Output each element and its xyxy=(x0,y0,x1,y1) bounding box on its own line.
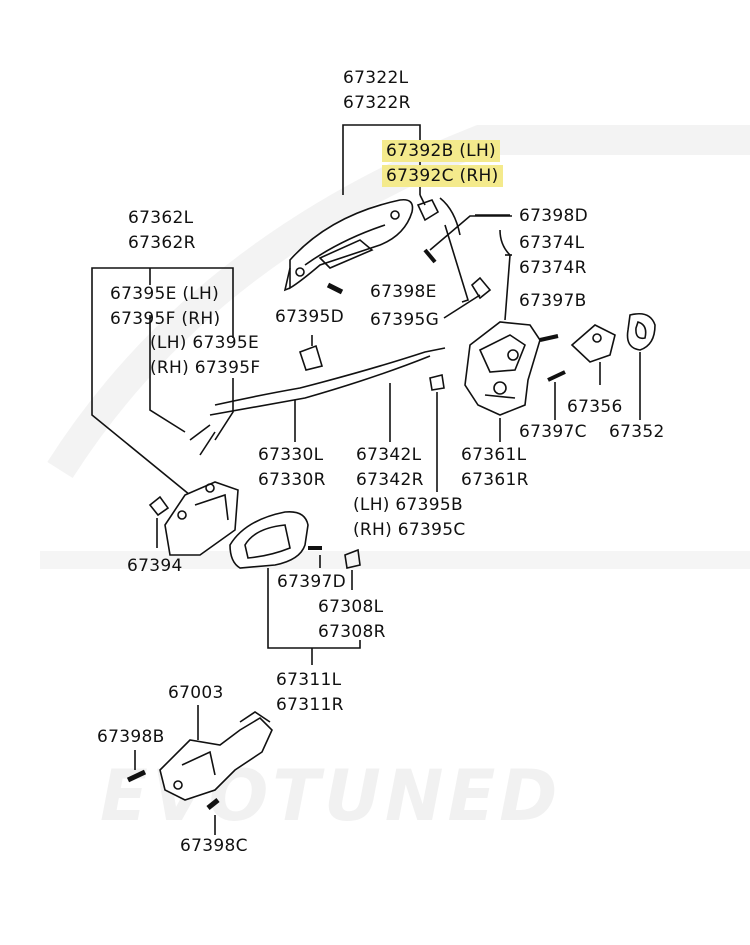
label-67395G: 67395G xyxy=(370,310,440,330)
clip-67395G xyxy=(470,276,492,300)
label-67392B-highlighted: 67392B (LH) xyxy=(382,140,500,162)
label-67395E-LH: 67395E (LH) xyxy=(110,284,220,304)
label-67361R: 67361R xyxy=(461,470,529,490)
outside-handle-drawing xyxy=(283,198,414,292)
label-67395F-RH: 67395F (RH) xyxy=(110,309,221,329)
screw-67398C xyxy=(206,798,220,810)
label-67322R: 67322R xyxy=(343,93,411,113)
latch-assembly-drawing xyxy=(464,321,541,416)
leader-67395EF2 xyxy=(214,378,234,441)
label-67342R: 67342R xyxy=(356,470,424,490)
leader-67398D xyxy=(429,215,512,251)
label-67330R: 67330R xyxy=(258,470,326,490)
label-67362L: 67362L xyxy=(128,208,194,228)
label-67308R: 67308R xyxy=(318,622,386,642)
label-67397D: 67397D xyxy=(277,572,346,592)
label-67395B-LH: (LH) 67395B xyxy=(353,495,463,515)
label-67398E: 67398E xyxy=(370,282,437,302)
label-67395F-RH-2: (RH) 67395F xyxy=(150,358,261,378)
clip-67395D xyxy=(298,344,324,371)
inside-handle-bracket-drawing xyxy=(164,481,239,556)
screw-67398E xyxy=(326,282,344,295)
clip-67395B xyxy=(429,374,445,391)
label-67398D: 67398D xyxy=(519,206,588,226)
label-67398C: 67398C xyxy=(180,836,248,856)
label-67361L: 67361L xyxy=(461,445,527,465)
label-67342L: 67342L xyxy=(356,445,422,465)
label-67395C-RH: (RH) 67395C xyxy=(353,520,466,540)
leader-67395G xyxy=(443,294,481,319)
label-67362R: 67362R xyxy=(128,233,196,253)
door-check-drawing xyxy=(159,711,273,801)
label-67308L: 67308L xyxy=(318,597,384,617)
label-67311R: 67311R xyxy=(276,695,344,715)
striker-67356 xyxy=(570,324,616,363)
label-67330L: 67330L xyxy=(258,445,324,465)
screw-67398D xyxy=(423,248,437,264)
label-67003: 67003 xyxy=(168,683,224,703)
screw-67398B xyxy=(126,769,147,783)
cover-67308 xyxy=(344,548,361,569)
label-67374R: 67374R xyxy=(519,258,587,278)
label-67395E-LH-2: (LH) 67395E xyxy=(150,333,260,353)
screw-67397C xyxy=(547,370,566,382)
leader-67395EF xyxy=(149,315,186,433)
label-67397C: 67397C xyxy=(519,422,587,442)
leader-67311 xyxy=(267,568,361,649)
label-67356: 67356 xyxy=(567,397,623,417)
label-67352: 67352 xyxy=(609,422,665,442)
rod-67374 xyxy=(444,214,511,321)
label-67322L: 67322L xyxy=(343,68,409,88)
label-67394: 67394 xyxy=(127,556,183,576)
shim-67352 xyxy=(626,312,656,351)
inside-handle-drawing xyxy=(229,510,309,569)
label-67397B: 67397B xyxy=(519,291,587,311)
label-67395D: 67395D xyxy=(275,307,344,327)
bg-swoosh xyxy=(47,125,750,479)
label-67374L: 67374L xyxy=(519,233,585,253)
clip-67394 xyxy=(148,495,170,517)
screw-67397B xyxy=(539,334,559,342)
cable-67330 xyxy=(189,347,446,456)
label-67392C-highlighted: 67392C (RH) xyxy=(382,165,503,187)
label-67311L: 67311L xyxy=(276,670,342,690)
clip-67392 xyxy=(416,197,461,236)
label-67398B: 67398B xyxy=(97,727,165,747)
leader-67362 xyxy=(91,267,234,496)
